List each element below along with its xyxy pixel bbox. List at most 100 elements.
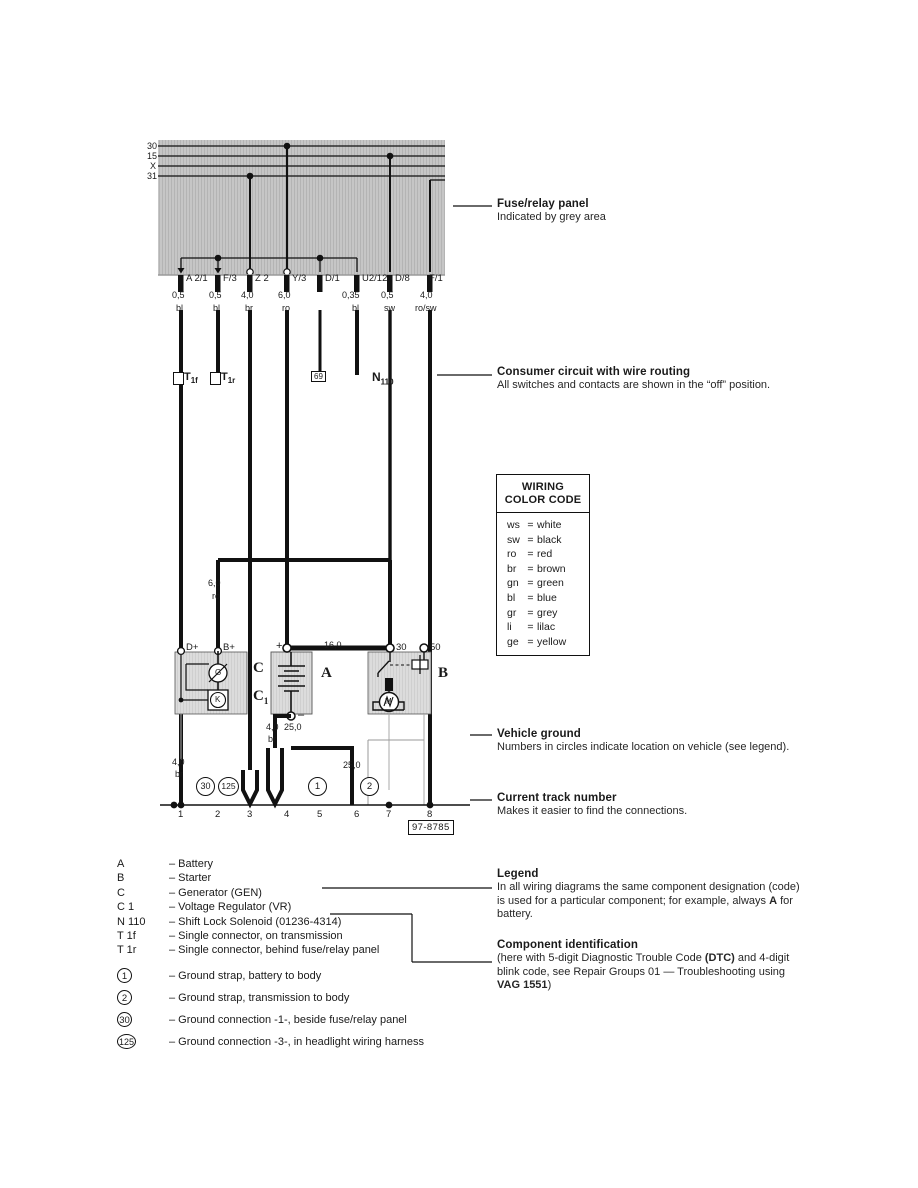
annotation-leader-lines <box>322 205 492 963</box>
track-number-3: 3 <box>247 809 253 820</box>
fuse-relay-panel-area <box>158 140 445 275</box>
wcc-name: yellow <box>537 635 567 648</box>
annotation-fuse-relay-panel: Fuse/relay panel Indicated by grey area <box>497 197 827 225</box>
connector-symbol-t1f <box>173 372 184 385</box>
battery-neg-gauge: 4,0 <box>266 722 279 732</box>
legend-item: B – Starter <box>117 871 424 885</box>
terminal-z2: Z 2 <box>255 273 269 284</box>
annotation-current-track-number: Current track number Makes it easier to … <box>497 791 837 819</box>
legend-item: T 1f – Single connector, on transmission <box>117 929 424 943</box>
legend-ground-desc: – Ground connection -1-, beside fuse/rel… <box>169 1013 407 1026</box>
annotation-heading: Current track number <box>497 792 617 804</box>
terminal-a2-1: A 2/1 <box>186 273 208 284</box>
terminal-starter-50: 50 <box>430 642 441 653</box>
legend-code: C <box>117 886 125 899</box>
comp-id-text-b: and 4-digit <box>734 952 790 964</box>
annotation-body-line2: blink code, see Repair Groups 01 — Troub… <box>497 965 786 978</box>
legend-ground-item: 1 – Ground strap, battery to body <box>117 965 424 987</box>
annotation-body: Indicated by grey area <box>497 211 606 223</box>
annotation-body: Numbers in circles indicate location on … <box>497 741 790 753</box>
legend-ground-item: 2 – Ground strap, transmission to body <box>117 987 424 1009</box>
color-f-1: ro/sw <box>415 303 437 313</box>
annotation-heading: Consumer circuit with wire routing <box>497 366 691 378</box>
wcc-eq: = <box>527 635 534 648</box>
left-ground-color: br <box>175 769 184 779</box>
terminal-stubs <box>178 275 433 292</box>
wcc-name: grey <box>537 606 558 619</box>
solenoid-label-n110: N110 <box>372 370 394 387</box>
legend-code: T 1r <box>117 944 137 957</box>
legend-desc: – Starter <box>169 872 212 885</box>
wcc-row: ws = white <box>507 518 566 533</box>
battery-main-gauge: 16,0 <box>324 640 342 650</box>
legend-code: C 1 <box>117 901 135 914</box>
legend-text-b: for <box>777 894 793 907</box>
wcc-row: gr = grey <box>507 606 566 621</box>
annotation-body: All switches and contacts are shown in t… <box>497 379 771 391</box>
panel-internal-wiring <box>177 142 445 276</box>
generator-feed-routing <box>216 558 392 648</box>
trans-ground-gauge: 25,0 <box>343 760 361 770</box>
wcc-abbr: ro <box>507 548 517 561</box>
wcc-name: black <box>537 533 562 546</box>
wcc-row: bl = blue <box>507 591 566 606</box>
annotation-heading: Component identification <box>497 939 639 951</box>
annotation-body-line1: (here with 5-digit Diagnostic Trouble Co… <box>497 952 837 966</box>
gauge-f-1: 4,0 <box>420 290 433 300</box>
wcc-row: gn = green <box>507 576 566 591</box>
wcc-eq: = <box>527 577 534 590</box>
component-letter-battery: A <box>321 665 332 681</box>
legend-item: C – Generator (GEN) <box>117 886 424 900</box>
legend-desc: – Single connector, behind fuse/relay pa… <box>169 944 380 957</box>
wcc-abbr: sw <box>507 533 520 546</box>
wiring-color-code-title: WIRING COLOR CODE <box>497 475 589 513</box>
wcc-row: ge = yellow <box>507 635 566 650</box>
comp-id-bold-vag: VAG 1551 <box>497 979 548 991</box>
motor-symbol-m: M <box>385 697 392 706</box>
wcc-row: br = brown <box>507 562 566 577</box>
wcc-eq: = <box>527 533 534 546</box>
track-number-6: 6 <box>354 809 360 820</box>
track-number-8: 8 <box>427 809 433 820</box>
legend-ground-desc: – Ground strap, transmission to body <box>169 991 350 1004</box>
annotation-body-line3: VAG 1551) <box>497 979 837 993</box>
annotation-heading: Fuse/relay panel <box>497 198 589 210</box>
connector-label-t1r: T1r <box>221 371 236 386</box>
color-d-8: sw <box>384 303 395 313</box>
gauge-f-3: 0,5 <box>209 290 222 300</box>
wcc-name: red <box>537 548 553 561</box>
terminal-starter-30: 30 <box>396 642 407 653</box>
generator-symbol-g: G <box>215 668 222 677</box>
wcc-eq: = <box>527 621 534 634</box>
wcc-row: ro = red <box>507 547 566 562</box>
terminal-f-1: F/1 <box>429 273 443 284</box>
battery-main-wire <box>282 643 395 653</box>
gauge-z2: 4,0 <box>241 290 254 300</box>
comp-id-text-a: (here with 5-digit Diagnostic Trouble Co… <box>497 952 705 964</box>
wcc-name: lilac <box>537 621 556 634</box>
legend-bold-a: A <box>769 894 778 907</box>
legend-ground-circle: 30 <box>117 1012 132 1028</box>
terminal-u2-12: U2/12 <box>362 273 388 284</box>
component-letter-generator: C <box>253 660 264 676</box>
gauge-u2-12: 0,35 <box>342 290 360 300</box>
ground-point-1: 1 <box>308 777 327 796</box>
legend-desc: – Shift Lock Solenoid (01236-4314) <box>169 915 342 928</box>
track-number-5: 5 <box>317 809 323 820</box>
color-z2: br <box>245 303 254 313</box>
wcc-eq: = <box>527 548 534 561</box>
ground-straps <box>179 560 424 809</box>
color-f-3: bl <box>213 303 221 313</box>
annotation-heading: Legend <box>497 868 539 880</box>
connector-symbol-t1r <box>210 372 221 385</box>
track-number-2: 2 <box>215 809 221 820</box>
bus-label-15: 15 <box>147 151 158 161</box>
legend-ground-circle: 1 <box>117 968 132 984</box>
wcc-abbr: ge <box>507 635 519 648</box>
legend-list: A – Battery B – Starter C – Generator (G… <box>117 857 424 1053</box>
current-track-axis <box>160 801 470 809</box>
ground-point-2: 2 <box>360 777 379 796</box>
wcc-name: green <box>537 577 564 590</box>
legend-desc: – Generator (GEN) <box>169 886 262 899</box>
